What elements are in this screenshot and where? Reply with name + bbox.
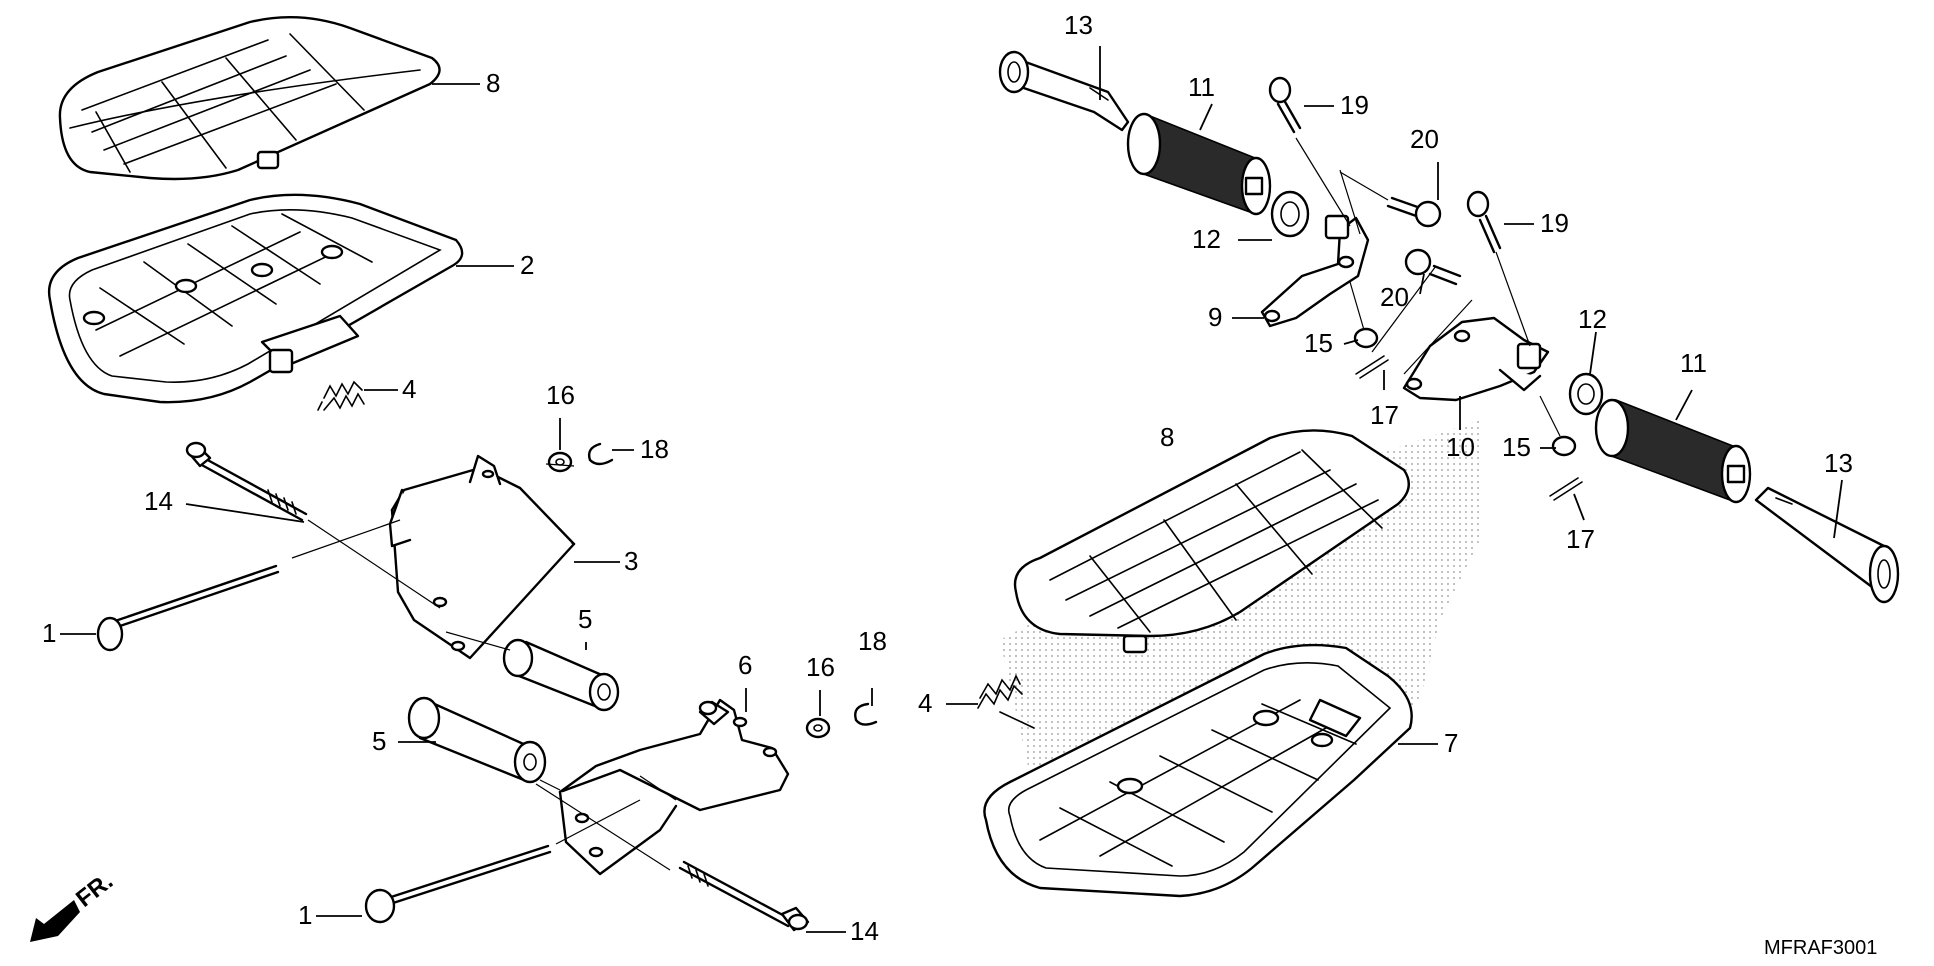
- collar-lower: [407, 696, 547, 784]
- callout-12-lower: 12: [1578, 304, 1607, 334]
- floorboard-frame-left: [47, 193, 464, 404]
- callout-15-lower: 15: [1502, 432, 1531, 462]
- clip-upper: [587, 442, 614, 466]
- spring-right: [977, 674, 1035, 729]
- washer-lower: [805, 717, 831, 739]
- peg-bracket-upper: [1260, 214, 1370, 328]
- bolt-right-lower: [1404, 248, 1462, 286]
- bolt-right-upper: [1386, 196, 1442, 228]
- callout-18-lower: 18: [858, 626, 887, 656]
- callout-13-lower: 13: [1824, 448, 1853, 478]
- clip-lower: [854, 702, 878, 726]
- floorboard-frame-right: [983, 643, 1413, 898]
- callout-8-right: 8: [1160, 422, 1174, 452]
- bolt-left-upper: [185, 441, 308, 522]
- callout-14-lower: 14: [850, 916, 879, 946]
- callout-leaders: [60, 46, 1843, 933]
- callout-13-upper: 13: [1064, 10, 1093, 40]
- callout-15-upper: 15: [1304, 328, 1333, 358]
- peg-pin-lower: [1754, 486, 1900, 604]
- callout-1-upper: 1: [42, 618, 56, 648]
- pin-lower: [1466, 190, 1502, 254]
- callout-7: 7: [1444, 728, 1458, 758]
- pivot-pin-lower: [364, 844, 552, 924]
- callout-16-upper: 16: [546, 380, 575, 410]
- callout-14-upper: 14: [144, 486, 173, 516]
- callout-11-lower: 11: [1680, 348, 1707, 378]
- grip-upper: [1126, 112, 1272, 216]
- spring-left: [317, 380, 365, 411]
- front-direction-arrow: FR.: [30, 868, 118, 942]
- callout-5-lower: 5: [372, 726, 386, 756]
- callout-17-lower: 17: [1566, 524, 1595, 554]
- callout-17-upper: 17: [1370, 400, 1399, 430]
- callout-2: 2: [520, 250, 534, 280]
- bracket-lower: [558, 698, 790, 876]
- cotter-pin-upper: [1355, 355, 1389, 379]
- rubber-ring-lower: [1568, 372, 1604, 416]
- callout-4-left: 4: [402, 374, 416, 404]
- callout-labels: 8 2 4 16 18 14 3 1 5 6 16 18 5 1 14 4 7 …: [42, 10, 1853, 946]
- assembly-guide-lines-left: [291, 463, 677, 871]
- callout-1-lower: 1: [298, 900, 312, 930]
- rubber-pad-left: [58, 16, 441, 181]
- rubber-ring-upper: [1270, 190, 1310, 238]
- cotter-pin-lower: [1549, 477, 1583, 501]
- pivot-pin-upper: [96, 564, 280, 652]
- callout-16-lower: 16: [806, 652, 835, 682]
- washer-peg-upper: [1353, 327, 1379, 349]
- peg-pin-upper: [998, 50, 1130, 132]
- callout-10: 10: [1446, 432, 1475, 462]
- callout-18-upper: 18: [640, 434, 669, 464]
- front-direction-label: FR.: [71, 868, 118, 913]
- callout-6: 6: [738, 650, 752, 680]
- callout-20-upper: 20: [1410, 124, 1439, 154]
- callout-19-upper: 19: [1340, 90, 1369, 120]
- washer-peg-lower: [1551, 435, 1577, 457]
- drawing-code: MFRAF3001: [1764, 937, 1877, 959]
- callout-20-lower: 20: [1380, 282, 1409, 312]
- grip-lower: [1594, 398, 1752, 504]
- pin-upper: [1268, 76, 1302, 134]
- callout-5-upper: 5: [578, 604, 592, 634]
- callout-11-upper: 11: [1188, 72, 1215, 102]
- callout-8-upper: 8: [486, 68, 500, 98]
- collar-upper: [502, 638, 620, 712]
- callout-4-right: 4: [918, 688, 932, 718]
- callout-19-lower: 19: [1540, 208, 1569, 238]
- bracket-left: [388, 454, 576, 660]
- rubber-pad-right: [1013, 429, 1410, 654]
- callout-12-upper: 12: [1192, 224, 1221, 254]
- washer-upper: [547, 451, 573, 473]
- callout-9: 9: [1208, 302, 1222, 332]
- callout-3: 3: [624, 546, 638, 576]
- peg-bracket-lower: [1402, 316, 1550, 402]
- bolt-left-lower: [678, 860, 810, 932]
- assembly-guide-lines-right: [1295, 137, 1561, 437]
